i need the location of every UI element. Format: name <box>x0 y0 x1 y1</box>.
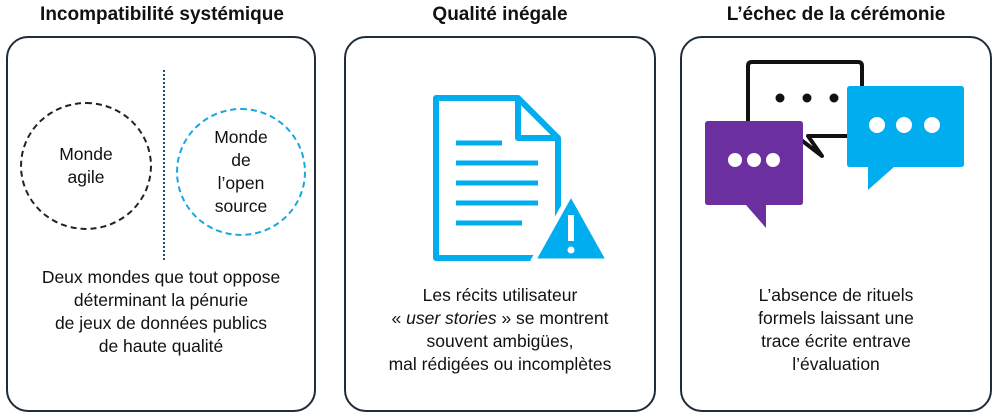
circle-agile-world: Monde agile <box>20 102 152 230</box>
description: Les récits utilisateur « user stories » … <box>346 284 654 376</box>
panel-incompatibility: Monde agile Monde de l’open source Deux … <box>6 36 316 412</box>
chat-bubble-blue-icon <box>847 86 964 190</box>
document-warning-icon <box>433 95 612 264</box>
description: L’absence de rituels formels laissant un… <box>682 284 990 376</box>
description-line: formels laissant une <box>758 308 914 328</box>
description-line: Les récits utilisateur <box>422 285 578 305</box>
description-line: souvent ambigües, <box>426 331 574 351</box>
quote-open: « <box>391 308 407 328</box>
description-line: L’absence de rituels <box>758 285 914 305</box>
chat-bubble-purple-icon <box>705 121 803 228</box>
panel-title-ceremony: L’échec de la cérémonie <box>726 4 946 25</box>
panel-title-incompatibility: Incompatibilité systémique <box>40 4 284 25</box>
quote-rest: » se montrent <box>496 308 609 328</box>
description: Deux mondes que tout oppose déterminant … <box>8 266 314 358</box>
panel-title-quality: Qualité inégale <box>432 4 568 25</box>
description-line: de jeux de données publics <box>54 313 268 333</box>
description-line: Deux mondes que tout oppose <box>41 267 281 287</box>
description-line: déterminant la pénurie <box>73 290 249 310</box>
description-line: « user stories » se montrent <box>346 307 654 330</box>
panel-quality: Les récits utilisateur « user stories » … <box>344 36 656 412</box>
description-line: mal rédigées ou incomplètes <box>388 354 612 374</box>
divider <box>163 70 165 260</box>
panel-ceremony: L’absence de rituels formels laissant un… <box>680 36 992 412</box>
circle-open-source-world: Monde de l’open source <box>176 108 306 236</box>
description-line: trace écrite entrave <box>761 331 911 351</box>
description-line: de haute qualité <box>98 336 224 356</box>
description-line: l’évaluation <box>792 354 880 374</box>
chat-bubbles-icon <box>705 60 964 228</box>
user-stories-term: user stories <box>406 308 497 328</box>
